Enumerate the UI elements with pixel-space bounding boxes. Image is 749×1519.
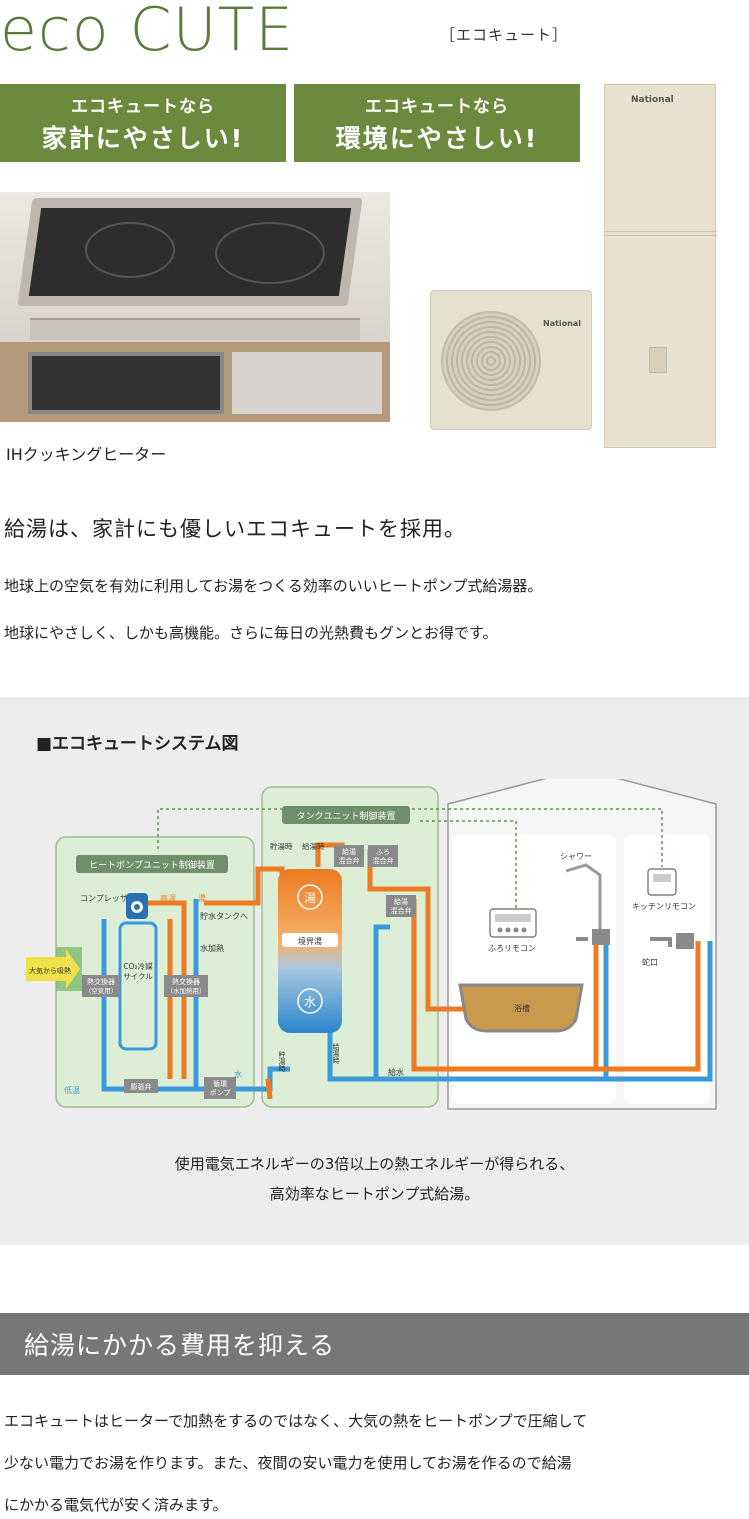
badge-household-line1: エコキュートなら	[71, 97, 215, 117]
cost-body-line2: 少ない電力でお湯を作ります。また、夜間の安い電力を使用してお湯を作るので給湯	[4, 1454, 572, 1472]
logo-subtitle: ［エコキュート］	[440, 26, 569, 44]
tank-brand-label: National	[631, 95, 674, 105]
eco-cute-logo: eco CUTE	[0, 0, 295, 65]
label-compressor: コンプレッサ	[80, 894, 128, 903]
label-bath-mix-1: ふろ	[376, 848, 390, 856]
outdoor-brand-label: National	[543, 319, 581, 328]
system-diagram-title: ■エコキュートシステム図	[36, 734, 239, 754]
hot-water-tank	[278, 869, 342, 1033]
label-hx-water-1: 熱交換器	[172, 977, 200, 986]
circulation-pump	[204, 1077, 236, 1099]
label-valve-mix-1: 給湯	[342, 847, 356, 856]
badge-environment-line2: 環境にやさしい!	[335, 124, 539, 153]
bathtub-icon	[458, 983, 584, 1033]
label-air-heat: 大気から吸熱	[29, 966, 71, 975]
pipe-cold-mix	[373, 924, 390, 1079]
label-store-time: 貯湯時	[270, 841, 293, 851]
label-tank-hot: 湯	[304, 891, 316, 905]
label-bath-remote: ふろリモコン	[488, 944, 536, 953]
valve-supply-mix-2	[386, 895, 416, 917]
label-hot: 湯	[198, 893, 206, 903]
bathroom-room	[452, 834, 616, 1104]
system-diagram: タンクユニット制御装置 ヒートポンプユニット制御装置 大気から吸熱 コンプレッサ…	[26, 779, 717, 1110]
label-low-temp: 低温	[64, 1085, 80, 1095]
ih-caption: IHクッキングヒーター	[6, 445, 167, 464]
cost-body-line1: エコキュートはヒーターで加熱をするのではなく、大気の熱をヒートポンプで圧縮して	[4, 1412, 588, 1430]
cost-body-line3: にかかる電気代が安く済みます。	[4, 1496, 228, 1514]
label-store-time-v: 貯湯時	[278, 1050, 286, 1072]
valve-bath-mix	[368, 845, 398, 867]
label-hx-water-2: （水加熱用）	[167, 986, 206, 995]
badge-household-line2: 家計にやさしい!	[41, 124, 245, 153]
kitchen-valve	[676, 933, 694, 949]
label-bathtub: 浴槽	[514, 1003, 530, 1013]
badge-environment: エコキュートなら 環境にやさしい!	[294, 84, 580, 162]
hx-air	[82, 975, 120, 997]
label-expansion: 膨張弁	[131, 1082, 152, 1091]
label-shower: シャワー	[560, 852, 592, 861]
label-hp-control: ヒートポンプユニット制御装置	[89, 859, 215, 871]
pipe-hot-supply	[411, 899, 701, 1072]
intro-body-line1: 地球上の空気を有効に利用してお湯をつくる効率のいいヒートポンプ式給湯器。	[4, 577, 543, 595]
bath-remote-icon	[489, 908, 537, 938]
system-caption-line1: 使用電気エネルギーの3倍以上の熱エネルギーが得られる、	[174, 1155, 575, 1173]
ih-cooking-heater-photo	[0, 192, 390, 422]
label-supply-time-v: 給湯時	[332, 1042, 340, 1064]
label-supply-mix-1: 給湯	[394, 897, 408, 906]
label-water-heating: 水加熱	[200, 943, 224, 953]
control-line	[157, 808, 663, 867]
shower-head-icon	[565, 863, 602, 935]
label-kitchen-remote: キッチンリモコン	[632, 902, 696, 911]
heat-pump-unit-photo: National	[430, 290, 592, 430]
badge-household: エコキュートなら 家計にやさしい!	[0, 84, 286, 162]
label-co2-2: サイクル	[123, 972, 153, 981]
system-diagram-section: ■エコキュートシステム図 タンクユニット制御装置 ヒートポンプユニット制御装置 …	[0, 697, 749, 1245]
label-pump-2: ポンプ	[210, 1089, 231, 1097]
label-tank-water: 水	[304, 995, 316, 1009]
label-hx-air-2: （空気用）	[85, 986, 118, 995]
pipe-cold-supply	[327, 941, 713, 1082]
label-boundary: 境界湯	[298, 936, 322, 946]
label-supply-mix-2: 混合弁	[391, 906, 412, 915]
control-line-bath	[420, 820, 517, 909]
tank-unit-photo: National	[604, 84, 717, 448]
pipe-hot-return	[265, 1078, 273, 1100]
badge-environment-line1: エコキュートなら	[365, 97, 509, 117]
intro-title: 給湯は、家計にも優しいエコキュートを採用。	[4, 517, 466, 541]
cost-title: 給湯にかかる費用を抑える	[24, 1331, 336, 1360]
hx-water	[164, 975, 208, 997]
label-supply-time: 給湯時	[302, 841, 325, 851]
kitchen-room	[624, 834, 710, 1104]
label-water-hp: 水	[234, 1069, 242, 1079]
label-co2-1: CO₂冷媒	[123, 961, 153, 971]
label-hx-air-1: 熱交換器	[87, 977, 115, 986]
intro-body-line2: 地球にやさしく、しかも高機能。さらに毎日の光熱費もグンとお得です。	[4, 624, 498, 642]
label-faucet: 蛇口	[642, 957, 658, 967]
label-high-temp: 高温	[160, 893, 176, 903]
expansion-valve	[124, 1079, 158, 1093]
label-pump-1: 循環	[213, 1079, 227, 1088]
system-caption-line2: 高効率なヒートポンプ式給湯。	[269, 1185, 480, 1203]
label-valve-mix-2: 混合弁	[339, 856, 360, 865]
shower-valve	[592, 929, 610, 945]
cost-section-header: 給湯にかかる費用を抑える	[0, 1313, 749, 1375]
label-bath-mix-2: 混合弁	[373, 856, 394, 865]
air-arrow	[26, 949, 80, 989]
kitchen-faucet-icon	[650, 937, 672, 947]
valve-supply-mix	[334, 845, 364, 867]
pipe-hot-bath	[367, 849, 480, 1012]
label-tank-control: タンクユニット制御装置	[296, 810, 395, 822]
label-to-tank: 貯水タンクへ	[200, 911, 248, 921]
label-feed-water: 給水	[388, 1067, 404, 1077]
